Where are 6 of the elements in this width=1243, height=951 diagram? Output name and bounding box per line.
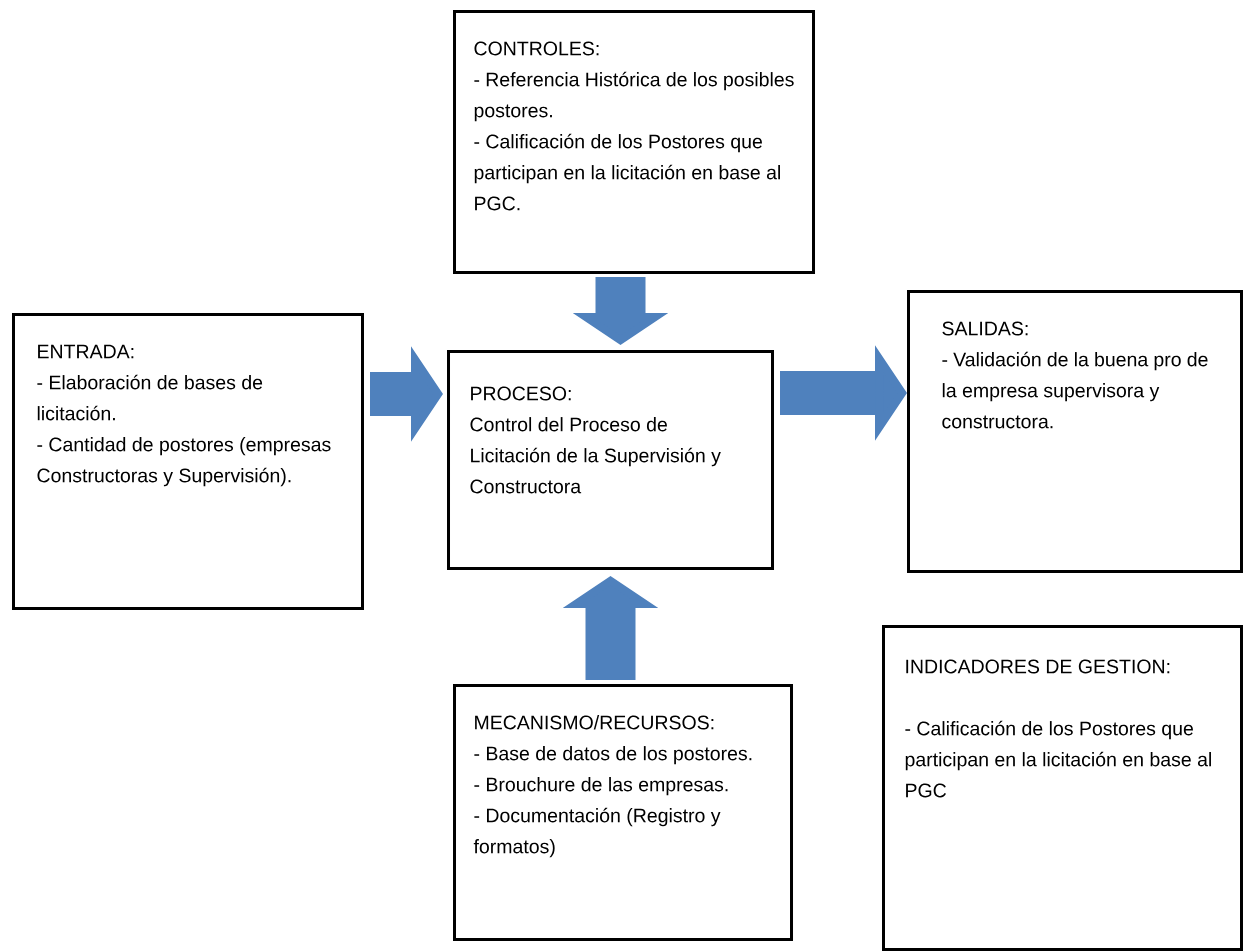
process-box: PROCESO: Control del Proceso de Licitación de la Supervisión y Constructora: [447, 350, 774, 570]
process-box: ENTRADA: - Elaboración de bases de licitación. - Cantidad de postores (empresas Constructoras y Supervisión).: [12, 313, 364, 610]
process-box: INDICADORES DE GESTION: - Calificación de los Postores que participan en la licitación en base al PGC: [882, 625, 1243, 951]
process-box: CONTROLES: - Referencia Histórica de los posibles postores. - Calificación de los Postores que participan en la licitación en base al PGC.: [453, 10, 815, 274]
process-box: MECANISMO/RECURSOS: - Base de datos de los postores. - Brouchure de las empresas. - Documentación (Registro y formatos): [453, 684, 793, 941]
process-box: SALIDAS: - Validación de la buena pro de la empresa supervisora y constructora.: [907, 290, 1243, 573]
